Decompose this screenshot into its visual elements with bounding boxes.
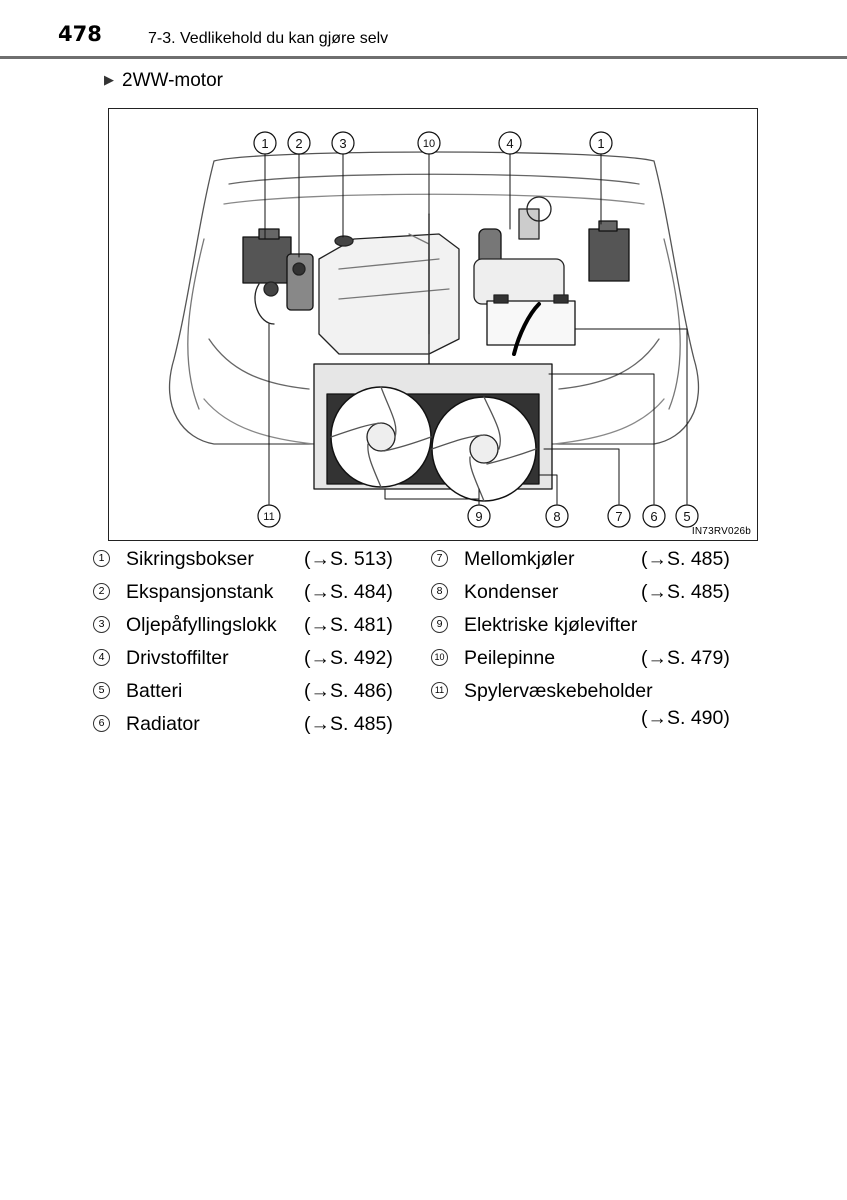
subheading: ▶ 2WW-motor xyxy=(104,70,223,92)
legend-name: Kondenser xyxy=(464,581,559,603)
legend-name: Batteri xyxy=(126,680,183,702)
legend-number: 6 xyxy=(93,715,110,732)
legend-ref: (→S. 479) xyxy=(641,647,730,669)
legend-name: Peilepinne xyxy=(464,647,556,669)
callout-label: 1 xyxy=(261,136,268,151)
engine-bay-drawing: 1 2 3 10 4 1 11 9 8 7 6 5 xyxy=(169,131,699,528)
legend-ref: (→S. 492) xyxy=(304,647,393,669)
header-rule xyxy=(0,56,847,59)
callout-label: 8 xyxy=(553,509,560,524)
legend-number: 5 xyxy=(93,682,110,699)
legend-ref: (→S. 481) xyxy=(304,614,393,636)
callout-label: 1 xyxy=(597,136,604,151)
legend-ref: (→S. 490) xyxy=(641,707,730,729)
legend-ref: (→S. 485) xyxy=(304,713,393,735)
legend-ref: (→S. 513) xyxy=(304,548,393,570)
legend-number: 1 xyxy=(93,550,110,567)
legend-ref: (→S. 485) xyxy=(641,548,730,570)
callout-label: 3 xyxy=(339,136,346,151)
legend-name: Sikringsbokser xyxy=(126,548,254,570)
legend-number: 9 xyxy=(431,616,448,633)
legend-name: Drivstoffilter xyxy=(126,647,229,669)
legend-number: 7 xyxy=(431,550,448,567)
callout-label: 4 xyxy=(506,136,513,151)
legend-number: 4 xyxy=(93,649,110,666)
legend-name: Elektriske kjølevifter xyxy=(464,614,638,636)
page-number: 478 xyxy=(58,22,102,46)
triangle-bullet-icon: ▶ xyxy=(104,72,114,87)
callout-label: 6 xyxy=(650,509,657,524)
legend-ref: (→S. 485) xyxy=(641,581,730,603)
callout-label: 10 xyxy=(423,138,435,150)
page-header: 478 7-3. Vedlikehold du kan gjøre selv xyxy=(0,0,847,62)
legend-number: 2 xyxy=(93,583,110,600)
section-title: 7-3. Vedlikehold du kan gjøre selv xyxy=(148,30,389,47)
callout-label: 5 xyxy=(683,509,690,524)
subheading-text: 2WW-motor xyxy=(122,70,223,91)
figure-id: IN73RV026b xyxy=(691,526,751,537)
callout-label: 9 xyxy=(475,509,482,524)
legend-number: 3 xyxy=(93,616,110,633)
legend-name: Mellomkjøler xyxy=(464,548,575,570)
callout-label: 7 xyxy=(615,509,622,524)
legend-ref: (→S. 486) xyxy=(304,680,393,702)
engine-bay-illustration: 1 2 3 10 4 1 11 9 8 7 6 5 IN73RV026b xyxy=(108,108,758,541)
legend-name: Oljepåfyllingslokk xyxy=(126,614,277,636)
legend-name: Ekspansjonstank xyxy=(126,581,274,603)
legend-number: 11 xyxy=(431,682,448,699)
callout-label: 2 xyxy=(295,136,302,151)
legend-name: Radiator xyxy=(126,713,200,735)
legend-number: 8 xyxy=(431,583,448,600)
legend-number: 10 xyxy=(431,649,448,666)
legend-ref: (→S. 484) xyxy=(304,581,393,603)
callout-label: 11 xyxy=(263,511,274,523)
legend-name: Spylervæskebeholder xyxy=(464,680,653,702)
